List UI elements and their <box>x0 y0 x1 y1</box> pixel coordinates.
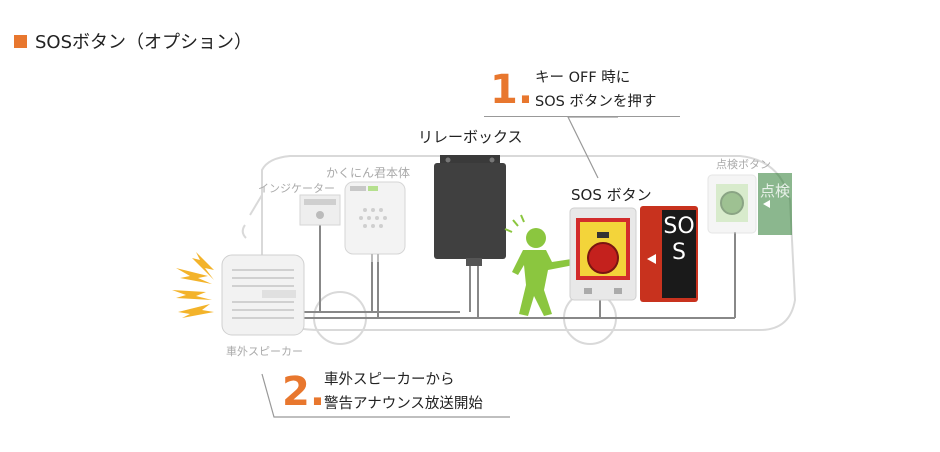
section-title: SOSボタン（オプション） <box>14 28 252 54</box>
step1-text: キー OFF 時に SOS ボタンを押す <box>535 66 656 114</box>
main-unit <box>344 181 406 262</box>
sos-button-unit <box>569 207 637 301</box>
speaker-unit <box>221 254 305 336</box>
sos-panel <box>640 206 698 302</box>
motion-lines <box>504 214 525 233</box>
sos-button-label: SOS ボタン <box>571 186 652 204</box>
indicator-unit <box>299 194 341 226</box>
title-text: SOSボタン（オプション） <box>35 32 253 53</box>
step2-line1: 車外スピーカーから <box>324 372 455 388</box>
inspection-button-unit <box>707 173 792 235</box>
sound-lightning-icon <box>172 252 214 318</box>
title-marker <box>14 34 27 48</box>
step1-line1: キー OFF 時に <box>535 70 631 86</box>
relay-box-label: リレーボックス <box>418 128 523 146</box>
inspection-button-label: 点検ボタン <box>716 158 771 171</box>
step1-line2: SOS ボタンを押す <box>535 94 657 110</box>
step1-underline <box>484 116 680 117</box>
step2-number: 2. <box>282 369 326 415</box>
person-figure <box>512 228 579 316</box>
wiring <box>262 225 736 319</box>
step2-leader <box>261 373 510 418</box>
speaker-label: 車外スピーカー <box>226 345 303 358</box>
indicator-label: インジケーター <box>258 182 335 195</box>
inspection-panel-text: 点検 <box>759 182 790 200</box>
step2-text: 車外スピーカーから 警告アナウンス放送開始 <box>324 368 483 416</box>
step1-number: 1. <box>490 67 534 113</box>
main-unit-label: かくにん君本体 <box>326 166 411 180</box>
sos-panel-text: SOS <box>663 214 695 265</box>
step1-leader <box>567 116 618 179</box>
relay-box <box>434 155 506 266</box>
step2-line2: 警告アナウンス放送開始 <box>324 396 483 412</box>
